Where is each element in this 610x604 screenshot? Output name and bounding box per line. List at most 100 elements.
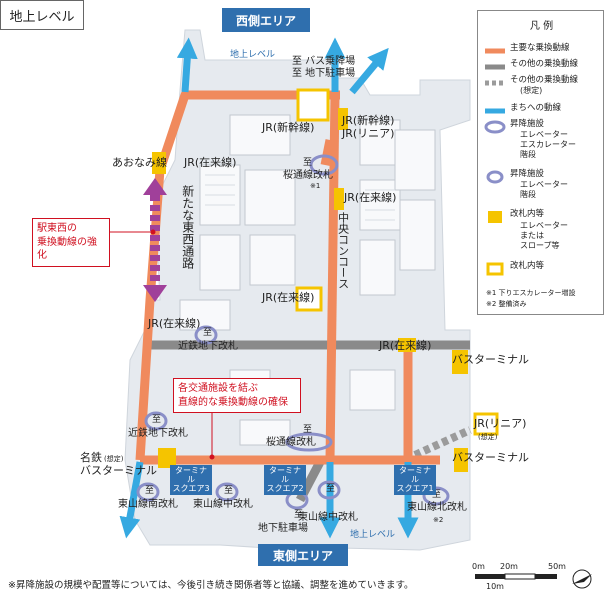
- east-area-label: 東側エリア: [258, 544, 348, 566]
- scale-0: 0m: [472, 562, 485, 571]
- ground-level-bottom: 地上レベル: [350, 530, 396, 540]
- legend-item-label: 改札内等: [510, 261, 545, 271]
- to-higashiyama-s-1: 至: [145, 486, 155, 496]
- note-strengthen-line2: 乗換動線の強化: [37, 236, 97, 262]
- jr-shinkansen-label-2: JR(新幹線): [342, 114, 395, 127]
- to-kintetsu-2a: 至: [152, 415, 162, 425]
- legend-item-sub: 階段: [520, 150, 536, 159]
- to-parking-2: 地下駐車場: [258, 523, 308, 534]
- note2-mark: ※2: [433, 516, 444, 524]
- lift-small-swatch: [486, 170, 504, 184]
- legend-item-sub: エレベーター: [520, 130, 568, 139]
- planned-2: (想定): [104, 455, 124, 463]
- legend-item-sub: (想定): [520, 86, 543, 95]
- to-kintetsu-2b: 近鉄地下改札: [128, 428, 188, 439]
- legend-note-2: ※2 整備済み: [486, 300, 527, 309]
- to-higashiyama-c1-1: 至: [224, 486, 234, 496]
- to-kintetsu-1a: 至: [203, 328, 213, 338]
- note-strengthen-line1: 駅東西の: [37, 223, 77, 234]
- gate-outlined-swatch: [486, 262, 504, 276]
- note-strengthen: 駅東西の 乗換動線の強化: [32, 218, 110, 267]
- to-higashiyama-c2-1: 至: [326, 484, 336, 494]
- scale-50: 50m: [548, 562, 566, 571]
- town-route-swatch: [485, 108, 505, 114]
- to-bus-stop: 至 バス乗降場: [292, 56, 356, 67]
- scale-10: 10m: [486, 582, 504, 591]
- building-blocks: [179, 114, 436, 446]
- legend-note-2-text: ※2 整備済み: [486, 300, 527, 308]
- jr-linear-label-top: JR(リニア): [342, 127, 395, 140]
- legend-item-sub: エレベーター: [520, 180, 568, 189]
- bus-terminal-e2: バスターミナル: [452, 451, 529, 464]
- legend-item-sub: スロープ等: [520, 241, 560, 250]
- jr-zairai-nw-label: JR(在来線): [184, 156, 237, 169]
- note-secure-line1: 各交通施設を結ぶ: [178, 383, 258, 394]
- note-secure: 各交通施設を結ぶ 直線的な乗換動線の確保: [173, 378, 301, 413]
- jr-shinkansen-label: JR(新幹線): [262, 121, 315, 134]
- planned-route-swatch: [485, 80, 505, 86]
- to-parking-1: 至: [294, 510, 304, 520]
- terminal-square-2-line2: スクエア2: [266, 484, 304, 494]
- new-corridor: [143, 178, 167, 302]
- gate-filled-swatch: [488, 211, 502, 223]
- terminal-square-3-line2: スクエア3: [172, 484, 210, 494]
- main-route-swatch: [485, 48, 505, 54]
- level-tag: 地上レベル: [0, 0, 84, 30]
- other-route-swatch: [485, 64, 505, 70]
- aonami-label: あおなみ線: [112, 156, 167, 169]
- gates-outlined: [295, 88, 499, 436]
- legend-item-label: その他の乗換動線: [510, 75, 579, 85]
- jr-linear-label: JR(リニア): [474, 417, 527, 430]
- legend-item-label: その他の乗換動線: [510, 59, 579, 69]
- terminal-square-3-line1: ターミナル: [175, 466, 207, 485]
- legend-item-label: 昇降施設: [510, 169, 545, 179]
- legend: 凡 例 主要な乗換動線 その他の乗換動線 その他の乗換動線 (想定) まちへの動…: [477, 10, 604, 315]
- terminal-square-1-line2: スクエア1: [396, 484, 434, 494]
- terminal-square-2: ターミナル スクエア2: [264, 465, 306, 495]
- to-higashiyama-n-1: 至: [432, 490, 442, 500]
- to-kintetsu-1b: 近鉄地下改札: [178, 341, 238, 352]
- meitetsu-label: 名鉄: [80, 451, 102, 464]
- north-arrow-icon: [572, 569, 592, 589]
- to-sakuradori-bot-1: 至: [303, 425, 313, 435]
- new-corridor-label: 新たな東西通路: [180, 185, 195, 269]
- lift-large-swatch: [484, 120, 506, 134]
- town-routes: [119, 37, 419, 539]
- to-higashiyama-s-2: 東山線南改札: [118, 499, 178, 510]
- jr-zairai-e-label: JR(在来線): [379, 339, 432, 352]
- meitetsu-bus-label: バスターミナル: [80, 464, 157, 477]
- bus-terminal-e1: バスターミナル: [452, 353, 529, 366]
- legend-item-sub: または: [520, 231, 544, 240]
- legend-note-1-text: ※1 下りエスカレーター増設: [486, 289, 576, 297]
- central-concourse-label: 中央コンコース: [336, 212, 350, 289]
- terminal-square-2-line1: ターミナル: [269, 466, 301, 485]
- legend-item-label: 昇降施設: [510, 119, 545, 129]
- building-hatch: [205, 174, 395, 221]
- to-higashiyama-n-2: 東山線北改札: [407, 502, 467, 513]
- ground-level-top: 地上レベル: [230, 50, 276, 60]
- to-sakuradori-top-2: 桜通線改札: [283, 170, 333, 181]
- terminal-square-1-line1: ターミナル: [399, 466, 431, 485]
- legend-item-label: 主要な乗換動線: [510, 43, 570, 53]
- jr-zairai-center-label: JR(在来線): [344, 191, 397, 204]
- legend-item-label: 改札内等: [510, 209, 545, 219]
- scale-20: 20m: [500, 562, 518, 571]
- to-sakuradori-bot-2: 桜通線改札: [266, 437, 316, 448]
- terminal-square-1: ターミナル スクエア1: [394, 465, 436, 495]
- gates-filled: [152, 108, 468, 472]
- note-secure-line2: 直線的な乗換動線の確保: [178, 396, 288, 408]
- legend-item-sub: エレベーター: [520, 221, 568, 230]
- to-higashiyama-c2-2: 東山線中改札: [298, 512, 358, 523]
- note-pointers: [108, 229, 215, 460]
- planned-route: [413, 426, 472, 459]
- footnote: ※昇降施設の規模や配置等については、今後引き続き関係者等と協議、調整を進めていき…: [8, 580, 414, 591]
- to-sakuradori-top-1: 至: [303, 158, 313, 168]
- terminal-square-3: ターミナル スクエア3: [170, 465, 212, 495]
- legend-item-sub: エスカレーター: [520, 140, 576, 149]
- to-parking-top: 至 地下駐車場: [292, 68, 356, 79]
- legend-item-label: まちへの動線: [510, 103, 562, 113]
- note1-mark: ※1: [310, 182, 321, 190]
- lift-facilities: [136, 154, 450, 510]
